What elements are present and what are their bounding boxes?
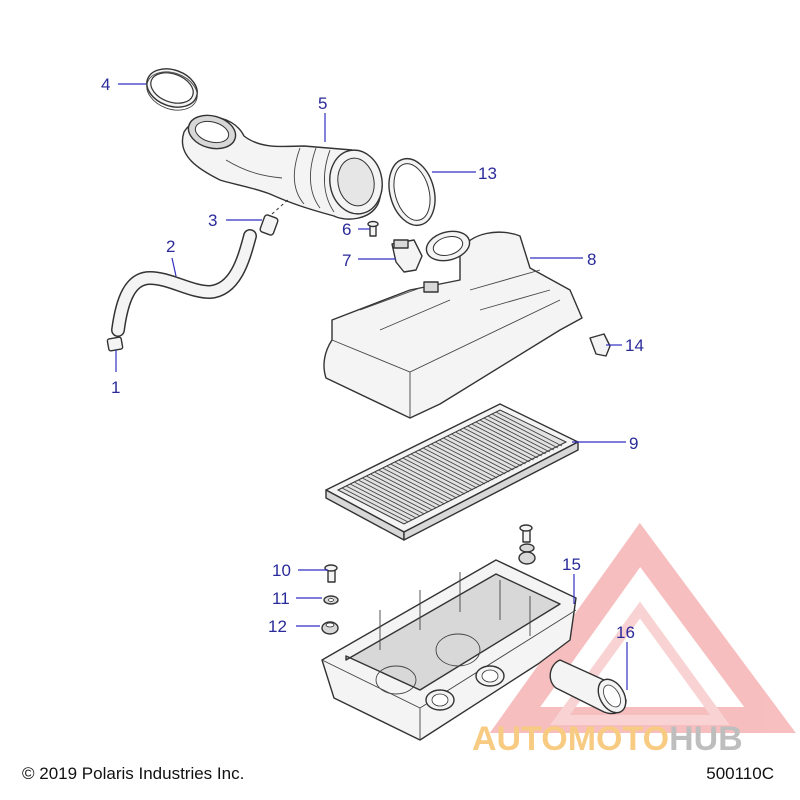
part-9-air-filter <box>325 403 579 541</box>
part-16-tube <box>549 659 627 715</box>
callout-6: 6 <box>342 220 351 239</box>
filter-pleat-line <box>402 457 470 493</box>
part-10-bolt <box>324 564 338 583</box>
part-7-sensor <box>391 239 423 273</box>
callout-12: 12 <box>268 617 287 636</box>
callout-10: 10 <box>272 561 291 580</box>
filter-pleat-line <box>406 455 474 491</box>
callout-16: 16 <box>616 623 635 642</box>
part-5-intake-duct <box>181 114 383 220</box>
filter-pleat-line <box>459 429 526 465</box>
filter-pleat-line <box>471 423 538 459</box>
callout-2: 2 <box>166 237 175 256</box>
callout-8: 8 <box>587 250 596 269</box>
callout-3: 3 <box>208 211 217 230</box>
filter-pleat-line <box>353 481 421 517</box>
filter-pleat-line <box>349 483 417 519</box>
callout-1: 1 <box>111 378 120 397</box>
filter-pleat-line <box>358 479 425 515</box>
filter-pleat-line <box>341 487 409 523</box>
part-4-clamp <box>146 68 198 111</box>
hardware-stack-right <box>518 524 536 565</box>
filter-pleat-line <box>475 421 542 457</box>
filter-pleat-line <box>430 443 498 479</box>
filter-pleat-line <box>345 485 413 521</box>
drawing-number: 500110C <box>706 764 774 783</box>
callout-11: 11 <box>272 589 290 608</box>
callout-5: 5 <box>318 94 327 113</box>
filter-pleat-line <box>422 447 490 483</box>
part-2-hose <box>111 229 257 337</box>
filter-pleat-line <box>366 475 433 511</box>
filter-pleat-line <box>487 415 555 451</box>
part-14-clip <box>589 333 611 357</box>
filter-pleat-line <box>439 439 506 475</box>
part-15-airbox-base <box>321 559 577 741</box>
leader-2 <box>171 257 177 277</box>
filter-pleat-line <box>374 471 441 507</box>
callout-labels: 1 2 3 4 5 6 7 8 9 10 11 12 13 14 15 16 <box>101 75 644 642</box>
filter-pleat-line <box>418 449 486 485</box>
callout-15: 15 <box>562 555 581 574</box>
copyright-notice: © 2019 Polaris Industries Inc. <box>22 764 245 783</box>
part-12-grommet <box>321 621 339 635</box>
filter-pleat-line <box>434 441 502 477</box>
part-11-washer <box>323 595 339 605</box>
filter-pleat-line <box>386 465 453 501</box>
part-1-cap <box>106 336 124 352</box>
callout-9: 9 <box>629 434 638 453</box>
automotohub-watermark: AUTOMOTOHUB <box>472 522 796 758</box>
filter-pleat-line <box>455 431 522 467</box>
filter-pleat-line <box>491 413 559 449</box>
filter-pleat-line <box>370 473 437 509</box>
part-3-fitting <box>259 197 291 236</box>
filter-pleat-line <box>451 433 518 469</box>
callout-14: 14 <box>625 336 644 355</box>
watermark-text-hub: HUB <box>669 720 743 758</box>
filter-pleat-line <box>394 461 461 497</box>
filter-pleat-line <box>447 435 514 471</box>
filter-pleat-line <box>463 427 530 463</box>
filter-pleat-line <box>414 451 482 487</box>
filter-pleat-line <box>362 477 429 513</box>
part-8-airbox-cover <box>323 230 583 419</box>
callout-13: 13 <box>478 164 497 183</box>
filter-pleat-line <box>378 469 445 505</box>
filter-pleat-line <box>495 411 563 447</box>
watermark-text-auto: AUTOMOTO <box>472 720 669 758</box>
filter-pleat-line <box>483 417 551 453</box>
filter-pleat-line <box>390 463 457 499</box>
filter-pleat-line <box>426 445 494 481</box>
leader-lines <box>115 83 628 690</box>
callout-4: 4 <box>101 75 110 94</box>
filter-pleat-line <box>467 425 534 461</box>
filter-pleat-line <box>410 453 478 489</box>
filter-pleat-line <box>398 459 465 495</box>
part-6-screw <box>367 220 379 237</box>
svg-text:AUTOMOTOHUB: AUTOMOTOHUB <box>472 720 743 758</box>
filter-pleat-line <box>443 437 510 473</box>
filter-pleat-line <box>479 419 546 455</box>
filter-pleat-line <box>382 467 449 503</box>
callout-7: 7 <box>342 251 351 270</box>
part-13-clamp <box>388 157 436 227</box>
